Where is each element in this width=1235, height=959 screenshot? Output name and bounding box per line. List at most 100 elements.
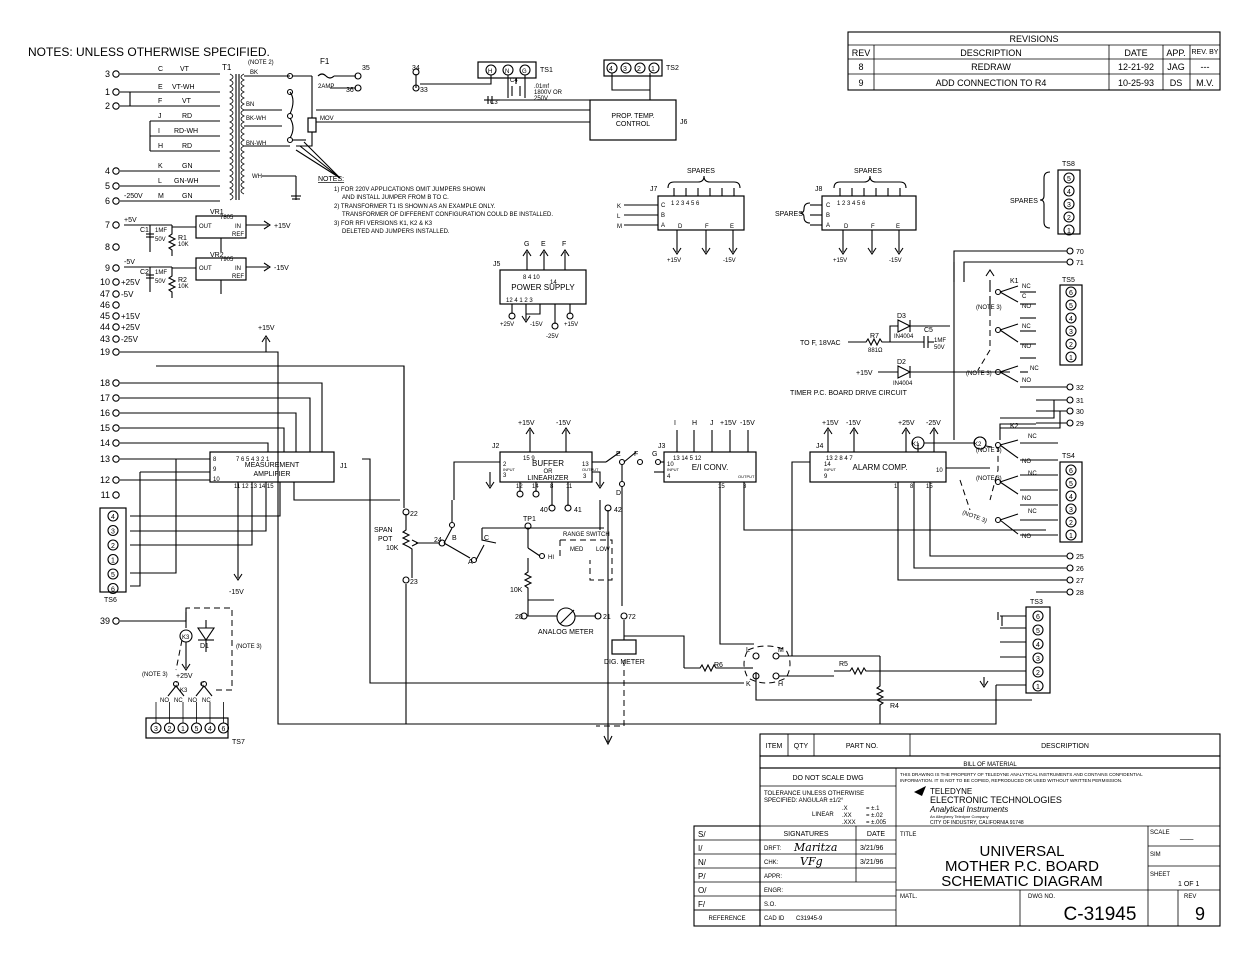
ts6-pin [107, 553, 119, 566]
ts5-pin-number: 3 [1069, 329, 1073, 336]
ts6-pin-number: 4 [111, 514, 115, 521]
ts6-label: TS6 [104, 597, 117, 604]
alarm-pin14: 14 [824, 462, 831, 468]
k3-nc2: NC [202, 698, 211, 704]
alarm-pin10: 10 [936, 468, 943, 474]
k2-no: NO [1022, 459, 1031, 465]
ts3-pin [1032, 652, 1044, 664]
wire-label: I [158, 128, 160, 135]
range-switch-title: RANGE SWITCH [563, 532, 610, 538]
term-23: 23 [410, 579, 418, 586]
ts2-pin: 3 [623, 66, 627, 73]
left-terminal [112, 476, 120, 484]
notes-heading: NOTES: [318, 176, 344, 183]
j7-c: C [661, 203, 666, 209]
wire-label: +5V [124, 217, 137, 224]
buffer-pin3-out: 3 [583, 474, 587, 480]
ts3-pin [1032, 610, 1044, 622]
vr2-in: IN [235, 266, 241, 272]
c5-label: C5 [924, 327, 933, 334]
ei-pin3: 3 [743, 484, 747, 490]
rev-header-date: DATE [1124, 48, 1147, 58]
bom-item-header: ITEM [766, 743, 783, 750]
ts2-pin: 1 [651, 66, 655, 73]
d3-part: IN4004 [894, 334, 914, 340]
rev-row-9-app: DS [1170, 78, 1183, 88]
ei-h: H [692, 420, 697, 427]
left-terminal-voltage: -5V [121, 290, 134, 299]
k3-nc: NC [174, 698, 183, 704]
k1b-note: (NOTE 3) [966, 371, 992, 377]
k1-no2: NO [1022, 344, 1031, 350]
company-name: TELEDYNE [930, 787, 972, 796]
so-label: S.O. [764, 902, 776, 908]
timer-circuit-label: TIMER P.C. BOARD DRIVE CIRCUIT [790, 390, 908, 397]
ts8-pin-number: 1 [1067, 228, 1071, 235]
meas-amp-pin8: 8 [213, 457, 217, 463]
j5-m15: -15V [530, 322, 543, 328]
ts3-pin [1032, 680, 1044, 692]
wire-label: H [158, 143, 163, 150]
wire-label: RD [182, 113, 192, 120]
ts8-block [1039, 169, 1081, 235]
vr1-voltage: +15V [274, 223, 291, 230]
r1-value: 10K [178, 242, 189, 248]
ei-output: OUTPUT [738, 474, 755, 479]
drawing-title-line2: MOTHER P.C. BOARD [945, 858, 1099, 875]
ts8-pin [1063, 224, 1075, 236]
tolerance-line2: SPECIFIED: ANGULAR ±1/2° [764, 798, 844, 804]
left-terminal-voltage: +15V [121, 312, 141, 321]
k1-note: (NOTE 3) [976, 305, 1002, 311]
j8-side-spares: SPARES [775, 211, 803, 218]
alarm-pin8: 8 [910, 484, 914, 490]
left-terminal [112, 264, 120, 272]
rev-value: 9 [1195, 904, 1205, 924]
alarm-m15: -15V [846, 420, 861, 427]
drawing-title-line1: UNIVERSAL [979, 843, 1064, 860]
transformer-t1: T1 (NOTE 2) BK BN BK-WH BN-WH WH [222, 60, 274, 201]
signatures-header: SIGNATURES [784, 831, 829, 838]
ts1-h: H [488, 69, 492, 75]
rev-row-8-by: --- [1201, 62, 1210, 72]
term-42: 42 [614, 507, 622, 514]
tol-xxx: .XXX [842, 820, 856, 826]
rev-row-8-app: JAG [1167, 62, 1185, 72]
buffer-line1: BUFFER [532, 459, 564, 468]
j5-pin14: 14 [550, 280, 557, 286]
left-terminal [112, 182, 120, 190]
wire-label: E [158, 84, 163, 91]
reference-row: I/ [698, 844, 703, 853]
ts8-pin [1063, 211, 1075, 223]
scale-label: SCALE [1150, 830, 1170, 836]
ts1-g: G [522, 69, 527, 75]
bom-title: BILL OF MATERIAL [963, 762, 1017, 768]
alarm-p15: +15V [822, 420, 839, 427]
reference-row: S/ [698, 830, 706, 839]
ts6-pin [107, 510, 119, 522]
ts8-pin-number: 3 [1067, 202, 1071, 209]
f1-rating: 2AMP [318, 84, 334, 90]
vr2-label: VR2 [210, 252, 224, 259]
ei-pin10: 10 [667, 462, 674, 468]
k1-nc2: NC [1022, 324, 1031, 330]
cad-id-label: CAD ID [764, 916, 785, 922]
meas-amp-bottom-pins: 11 12 13 14 15 [234, 484, 274, 490]
j7-l: L [617, 214, 621, 220]
c2-value: 1MF [155, 270, 167, 276]
j7-m15: -15V [723, 258, 736, 264]
vr2-block [124, 257, 271, 298]
ts1-n: N [505, 69, 509, 75]
c5-value: 1MF [934, 338, 946, 344]
note-1a: 1) FOR 220V APPLICATIONS OMIT JUMPERS SH… [334, 187, 485, 193]
ts5-pin [1065, 338, 1077, 350]
left-terminal-number: 15 [100, 423, 110, 433]
title-block: ITEM QTY PART NO. DESCRIPTION BILL OF MA… [693, 733, 1221, 927]
left-terminal [112, 394, 120, 402]
j8-c: C [826, 203, 831, 209]
ts1-cap-value3: 250V [534, 96, 548, 102]
j7-m: M [617, 224, 622, 230]
left-terminal-number: 46 [100, 300, 110, 310]
vr2-ref: REF [232, 274, 244, 280]
